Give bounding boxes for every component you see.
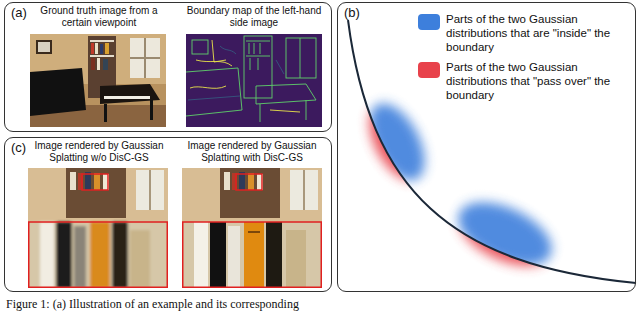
rendered-image bbox=[182, 168, 322, 288]
figure-caption: Figure 1: (a) Illustration of an example… bbox=[6, 297, 299, 312]
image-title: Image rendered by Gaussian Splatting wit… bbox=[178, 140, 326, 164]
panel-box: (a) bbox=[4, 2, 332, 132]
image-title: Ground truth image from a certain viewpo… bbox=[30, 5, 168, 29]
room-photo bbox=[30, 34, 166, 127]
legend-swatch bbox=[418, 62, 440, 78]
legend-text: Parts of the two Gaussian distributions … bbox=[446, 60, 626, 102]
panel-label: (a) bbox=[11, 5, 27, 20]
gaussian-illustration bbox=[348, 20, 636, 283]
panel-label: (c) bbox=[11, 140, 26, 155]
legend-swatch bbox=[418, 14, 440, 30]
legend-text: Parts of the two Gaussian distributions … bbox=[446, 12, 626, 54]
image-title: Image rendered by Gaussian Splatting w/o… bbox=[25, 140, 173, 164]
panel-label: (b) bbox=[344, 5, 360, 20]
rendered-image bbox=[28, 168, 168, 288]
boundary-map bbox=[186, 34, 322, 127]
image-title: Boundary map of the left-hand side image bbox=[184, 5, 324, 29]
